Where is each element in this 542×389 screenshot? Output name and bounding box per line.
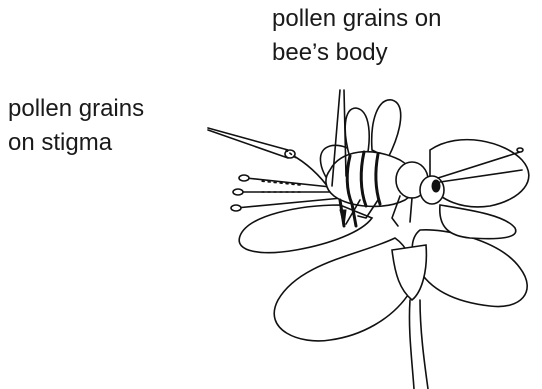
label-pollen-on-bee-body-line2: bee’s body: [272, 36, 441, 70]
label-pollen-on-stigma: pollen grains on stigma: [8, 92, 144, 160]
label-pollen-on-stigma-line2: on stigma: [8, 126, 144, 160]
label-pollen-on-bee-body-line1: pollen grains on: [272, 2, 441, 36]
label-pollen-on-bee-body: pollen grains on bee’s body: [272, 2, 441, 70]
flower-stem: [409, 300, 428, 389]
label-pollen-on-stigma-line1: pollen grains: [8, 92, 144, 126]
